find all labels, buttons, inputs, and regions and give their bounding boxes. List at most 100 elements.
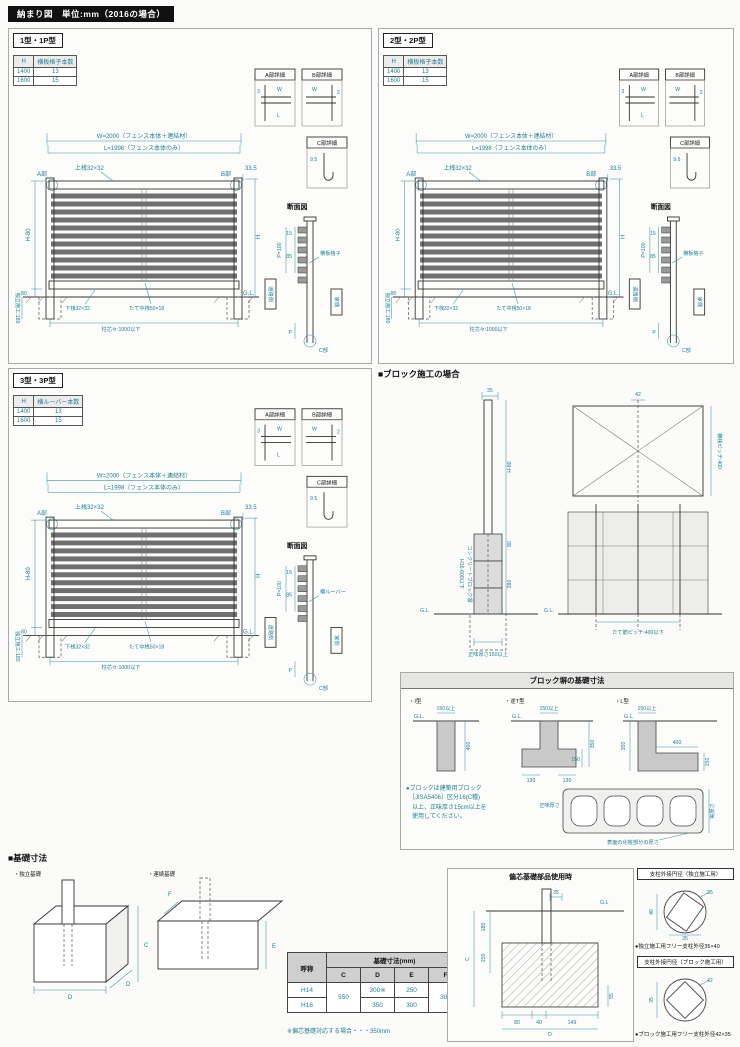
detail-c: C部詳細 9.5 xyxy=(306,136,348,189)
dim-h80-label: H-80 xyxy=(26,567,32,581)
road-side-label: 道路側 xyxy=(631,286,639,302)
ground: G.L. xyxy=(23,629,259,658)
house-side-label: 家側 xyxy=(333,297,341,307)
fence-body xyxy=(414,177,608,320)
bottom-rail-label: 下桟32×32 xyxy=(65,642,90,650)
ground-line-label: G.L. xyxy=(420,608,430,614)
right-dim: H xyxy=(245,517,262,636)
dim-35-label: 35 xyxy=(649,997,655,1003)
spec-cell: 13 xyxy=(403,67,448,77)
dim-35-label: 35 xyxy=(553,890,559,896)
post-dia-free-drawing: 35 40 35 xyxy=(649,890,713,942)
left-dims: H-80 80 独立施工:180 xyxy=(14,180,45,324)
l-type-label: ・L型 xyxy=(615,697,629,705)
post-dia-block-caption: ●ブロック施工用フリー支柱外径42×35 xyxy=(635,1032,731,1038)
table-cell-c: 550 xyxy=(326,982,361,1013)
detail-b-title: B部詳細 xyxy=(675,71,694,79)
slat-sections xyxy=(661,226,671,284)
road-side-label: 道路側 xyxy=(267,286,275,302)
post-pitch-label: 柱芯々:1000以下 xyxy=(470,325,508,333)
detail-b: B部詳細 W 2 xyxy=(665,68,706,127)
dim-d-side: D xyxy=(126,982,131,988)
detail-a-dim: 3 xyxy=(622,89,625,95)
part-a-label: A部 xyxy=(37,509,47,517)
sec-15-label: 15 xyxy=(286,231,292,237)
road-side-label: 道路側 xyxy=(267,625,275,640)
left-dims: H-80 80 独立施工:180 xyxy=(384,180,415,324)
block-base-drawing: ・I型 150以上 G.L. 400 ・逆T型 150以上 G.L. 350 1… xyxy=(409,697,717,846)
dim-80-label: 80 xyxy=(21,629,27,635)
top-rail-label: 上桟32×32 xyxy=(75,503,104,511)
detail-b-dim: 2 xyxy=(337,430,340,436)
panel-title: 1型・1P型 xyxy=(13,33,63,48)
detail-b-w: W xyxy=(675,87,680,93)
post-dia-block-drawing: 42 35 xyxy=(649,978,713,1022)
sec-15-label: 15 xyxy=(286,570,292,576)
spec-col-count: 横板格子本数 xyxy=(403,55,448,68)
dim-h80-label: H-80 xyxy=(26,228,32,242)
block-base-panel: ブロック塀の基礎寸法 ・I型 150以上 G.L. 400 ・逆T型 150以上… xyxy=(400,672,734,850)
detail-a-w: W xyxy=(277,427,282,433)
table-col-d: D xyxy=(360,967,395,983)
detail-a-l: L xyxy=(277,452,280,458)
dim-35-label: 35 xyxy=(707,890,713,896)
detail-a: A部詳細 3 W L xyxy=(254,408,296,466)
detail-a-l: L xyxy=(277,113,280,119)
detail-c-title: C部詳細 xyxy=(317,139,338,147)
continuous-foundation: ・連続基礎 F E xyxy=(148,870,284,970)
dim-335-label: 33.5 xyxy=(610,166,622,172)
actual-thickness-label: 実厚さ xyxy=(708,803,716,819)
dim-l-label: L=1998（フェンス本体のみ） xyxy=(104,483,184,491)
post-dia-free-title: 支柱外接円径（独立施工用） xyxy=(637,868,734,880)
detail-b-title: B部詳細 xyxy=(312,71,332,79)
continuous-label: ・連続基礎 xyxy=(148,870,176,878)
i-400-label: 400 xyxy=(466,742,472,751)
fence-elevation-drawing: W=2000（フェンス本体＋連結材） L=1998（フェンス本体のみ） 上桟32… xyxy=(14,68,348,354)
mid-rail-label: たて中桟50×18 xyxy=(129,642,164,650)
dim-w-label: W=2000（フェンス本体＋連結材） xyxy=(465,132,557,140)
detail-b-dim: 2 xyxy=(700,90,703,96)
overall-width-dims: W=2000（フェンス本体＋連結材） L=1998（フェンス本体のみ） xyxy=(46,132,242,154)
panel-type2: W=2000（フェンス本体＋連結材） L=1998（フェンス本体のみ） 上桟32… xyxy=(378,28,734,364)
fence-body xyxy=(45,177,243,320)
dim-l-label: L=1998（フェンス本体のみ） xyxy=(104,144,184,152)
detail-b: B部詳細 W 2 xyxy=(301,68,343,127)
cross-section: 断面図 15 85 P=100 P 横板格子 道路側 xyxy=(628,202,706,354)
spec-cell: 13 xyxy=(33,67,78,77)
dim-149-label: 149 xyxy=(568,1020,577,1026)
wall-height-label: H16:600以下 xyxy=(458,559,465,589)
dim-d-front: D xyxy=(68,995,73,1001)
face-thickness-label: 表面の化粧部分の厚さ xyxy=(607,838,659,846)
table-row-name: H14 xyxy=(287,982,327,998)
part-b-label: B部 xyxy=(221,509,231,517)
sec-p100-label: P=100 xyxy=(277,581,283,596)
dim-80-label: 80 xyxy=(21,291,27,297)
table-col-e: E xyxy=(394,967,429,983)
right-dim: H xyxy=(245,178,262,297)
detail-b-w: W xyxy=(312,427,317,433)
post-dia-block-title: 支柱外接円径（ブロック施工用） xyxy=(637,956,734,968)
detail-c: C部詳細 9.5 xyxy=(306,475,348,528)
spec-cell: 1400 xyxy=(12,407,35,417)
rail-pitch-label: 横桟ピッチ:400 xyxy=(716,433,724,469)
net-thickness-label: 正味厚さ150以上 xyxy=(468,650,508,658)
spec-cell: 15 xyxy=(403,76,448,86)
post-pitch-label: 柱芯々:1000以下 xyxy=(102,663,141,671)
detail-b: B部詳細 W 2 xyxy=(301,408,343,466)
bottom-rail-label: 下桟32×32 xyxy=(65,304,90,312)
dim-h80-label: H-80 xyxy=(507,461,513,472)
panel-type1: W=2000（フェンス本体＋連結材） L=1998（フェンス本体のみ） 上桟32… xyxy=(8,28,372,364)
fence-elevation-drawing: W=2000（フェンス本体＋連結材） L=1998（フェンス本体のみ） 上桟32… xyxy=(14,408,348,692)
l-350-label: 350 xyxy=(621,742,627,751)
member-label: 横板格子 xyxy=(683,249,703,257)
section-title: 断面図 xyxy=(287,202,308,211)
top-rail-labels: 上桟32×32 33.5 A部 B部 xyxy=(37,503,257,530)
detail-c-title: C部詳細 xyxy=(317,478,338,486)
cross-section: 断面図 15 85 P=100 P 横板格子 道路側 xyxy=(264,202,343,354)
sec-p-label: P xyxy=(652,330,656,336)
house-side-label: 家側 xyxy=(333,635,341,645)
dim-c: C xyxy=(144,943,149,949)
mid-rail-label: たて中桟50×18 xyxy=(496,304,531,312)
dim-35-label: 35 xyxy=(487,388,493,394)
